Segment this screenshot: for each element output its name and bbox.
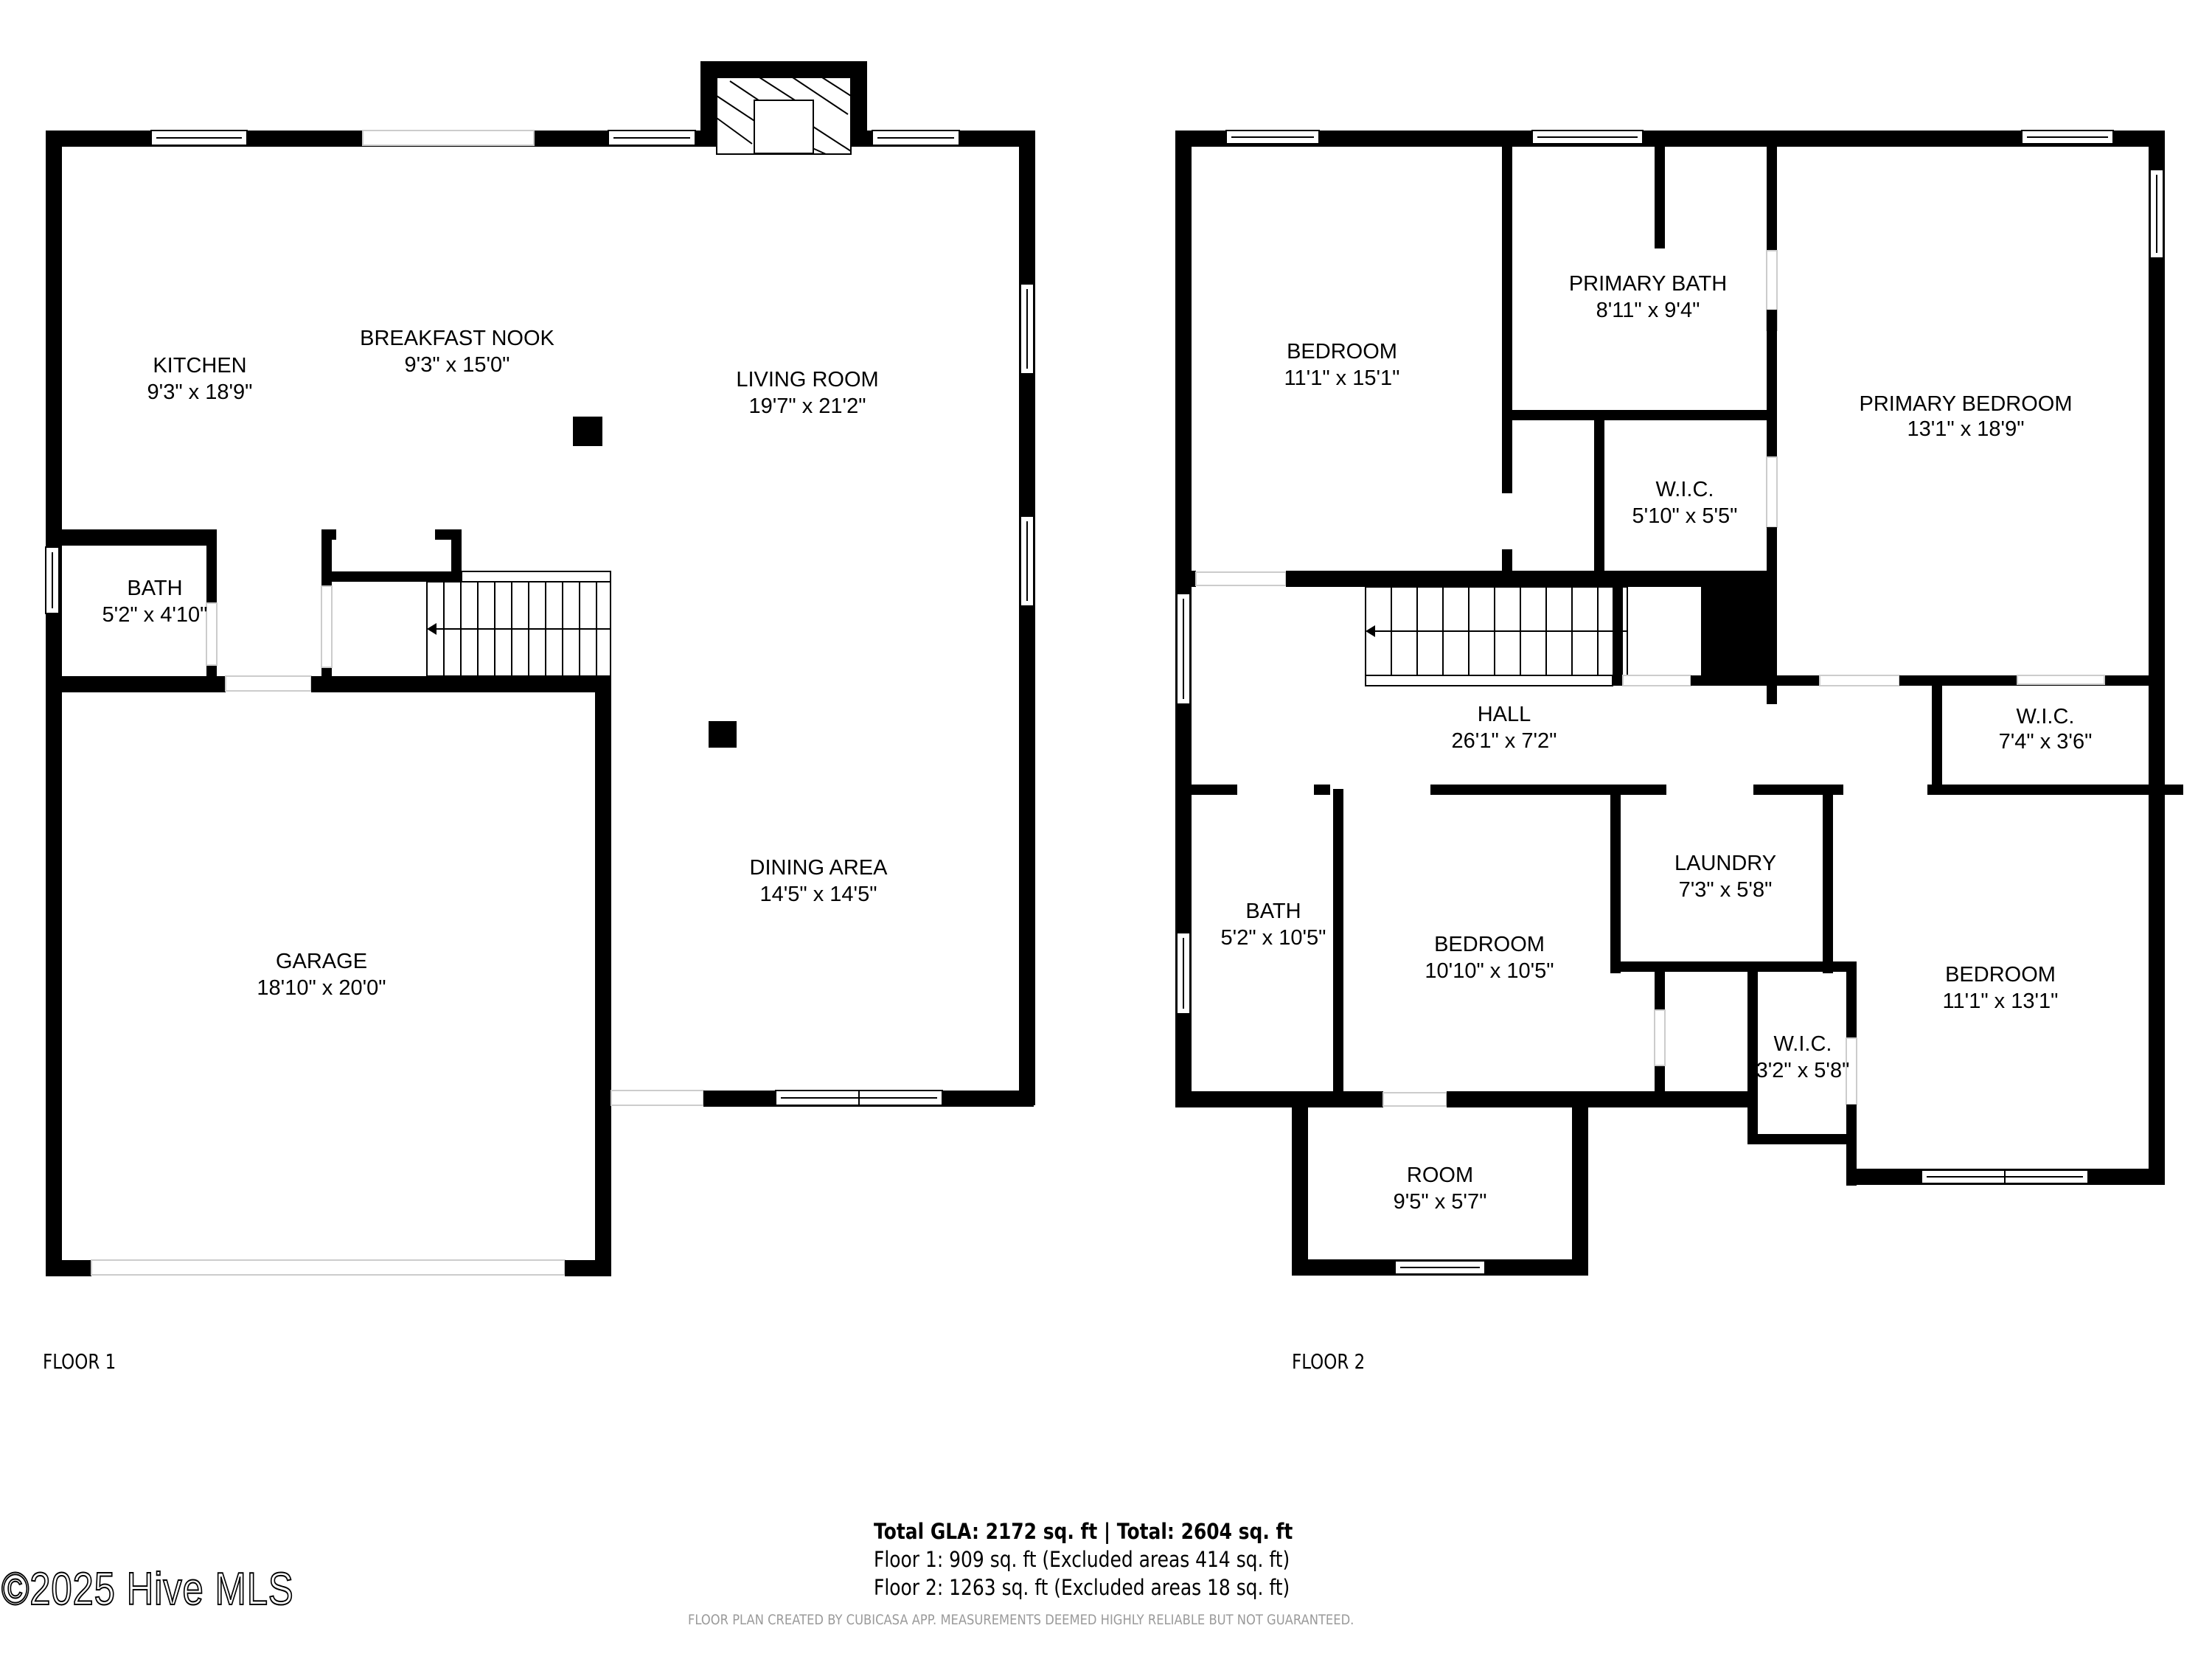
room-dims-kitchen: 9'3" x 18'9"	[147, 380, 253, 404]
room-dims-primary-bedroom: 13'1" x 18'9"	[1907, 417, 2024, 441]
room-dims-breakfast-nook: 9'3" x 15'0"	[405, 353, 510, 377]
floor-1-area-line: Floor 1: 909 sq. ft (Excluded areas 414 …	[874, 1547, 1290, 1572]
room-name-hall: HALL	[1478, 703, 1531, 726]
room-name-bedroom-2: BEDROOM	[1434, 933, 1545, 956]
window	[1176, 932, 1191, 1015]
door-opening	[1766, 456, 1778, 528]
window	[150, 130, 248, 146]
room-name-wic-1: W.I.C.	[1656, 478, 1714, 501]
staircase	[1365, 586, 1628, 686]
area-summary: Total GLA: 2172 sq. ft | Total: 2604 sq.…	[874, 1517, 1293, 1601]
window	[1020, 515, 1034, 607]
window	[1921, 1169, 2089, 1184]
window	[608, 130, 696, 146]
room-dims-primary-bath: 8'11" x 9'4"	[1596, 299, 1700, 322]
copyright-watermark: ©2025 Hive MLS	[1, 1563, 294, 1615]
column	[709, 721, 737, 748]
door-opening	[1195, 571, 1287, 586]
room-dims-bedroom-2: 10'10" x 10'5"	[1425, 959, 1554, 983]
room-name-bedroom-3: BEDROOM	[1945, 963, 2056, 987]
room-name-living-room: LIVING ROOM	[736, 368, 878, 392]
room-name-bath-2: BATH	[1245, 900, 1301, 923]
room-dims-laundry: 7'3" x 5'8"	[1679, 878, 1773, 902]
floor-2-area-line: Floor 2: 1263 sq. ft (Excluded areas 18 …	[874, 1575, 1290, 1600]
room-name-breakfast-nook: BREAKFAST NOOK	[360, 327, 554, 350]
column	[573, 417, 602, 446]
door-opening	[1654, 1009, 1666, 1066]
window	[1225, 130, 1320, 145]
floor-1-plan: KITCHEN 9'3" x 18'9" BREAKFAST NOOK 9'3"…	[45, 61, 1035, 1276]
room-dims-wic-2: 7'4" x 3'6"	[1999, 730, 2093, 754]
door-opening	[1819, 675, 1900, 686]
door-opening	[206, 602, 218, 666]
room-name-primary-bedroom: PRIMARY BEDROOM	[1860, 392, 2073, 416]
room-dims-wic-1: 5'10" x 5'5"	[1632, 504, 1738, 528]
door-opening	[1382, 1092, 1447, 1107]
chimney	[1701, 578, 1777, 686]
room-name-dining-area: DINING AREA	[750, 856, 888, 880]
wall-opening	[362, 130, 535, 146]
door-opening	[321, 585, 333, 668]
room-name-bedroom-1: BEDROOM	[1287, 340, 1397, 364]
window	[2149, 169, 2164, 259]
room-name-primary-bath: PRIMARY BATH	[1569, 272, 1727, 296]
garage-door-opening	[91, 1259, 566, 1276]
floor-2-label: FLOOR 2	[1292, 1349, 1366, 1374]
disclaimer-text: FLOOR PLAN CREATED BY CUBICASA APP. MEAS…	[688, 1612, 1354, 1628]
window	[2021, 130, 2114, 145]
room-dims-hall: 26'1" x 7'2"	[1452, 729, 1557, 753]
floor-1-label: FLOOR 1	[43, 1349, 116, 1374]
room-name-room: ROOM	[1407, 1164, 1473, 1187]
room-name-bath: BATH	[127, 577, 182, 600]
room-name-laundry: LAUNDRY	[1674, 852, 1776, 875]
window	[775, 1090, 943, 1106]
window	[1394, 1260, 1486, 1275]
room-dims-dining-area: 14'5" x 14'5"	[759, 883, 877, 906]
room-dims-room: 9'5" x 5'7"	[1394, 1190, 1487, 1214]
room-name-wic-2: W.I.C.	[2017, 705, 2075, 728]
floor-2-plan: BEDROOM 11'1" x 15'1" PRIMARY BATH 8'11"…	[1175, 130, 2183, 1276]
room-dims-garage: 18'10" x 20'0"	[257, 976, 386, 1000]
door-opening	[611, 1090, 704, 1106]
total-area-line: Total GLA: 2172 sq. ft | Total: 2604 sq.…	[874, 1519, 1293, 1544]
room-dims-living-room: 19'7" x 21'2"	[748, 394, 866, 418]
window	[1531, 130, 1644, 145]
window	[872, 130, 960, 146]
staircase	[426, 571, 611, 677]
arrow-left-icon	[1366, 625, 1375, 637]
room-dims-bath: 5'2" x 4'10"	[102, 603, 208, 627]
room-name-wic-3: W.I.C.	[1774, 1032, 1832, 1056]
door-opening	[1622, 675, 1691, 686]
door-opening	[2017, 675, 2105, 685]
room-dims-wic-3: 3'2" x 5'8"	[1756, 1059, 1850, 1082]
room-dims-bedroom-1: 11'1" x 15'1"	[1284, 366, 1400, 390]
room-dims-bedroom-3: 11'1" x 13'1"	[1943, 990, 2059, 1013]
room-dims-bath-2: 5'2" x 10'5"	[1221, 926, 1326, 950]
fireplace-icon	[716, 77, 852, 155]
window	[1020, 283, 1034, 375]
window	[45, 546, 60, 614]
arrow-left-icon	[427, 623, 437, 635]
window	[1176, 593, 1191, 705]
room-name-kitchen: KITCHEN	[153, 354, 246, 378]
room-name-garage: GARAGE	[276, 950, 367, 973]
door-opening	[225, 675, 312, 692]
